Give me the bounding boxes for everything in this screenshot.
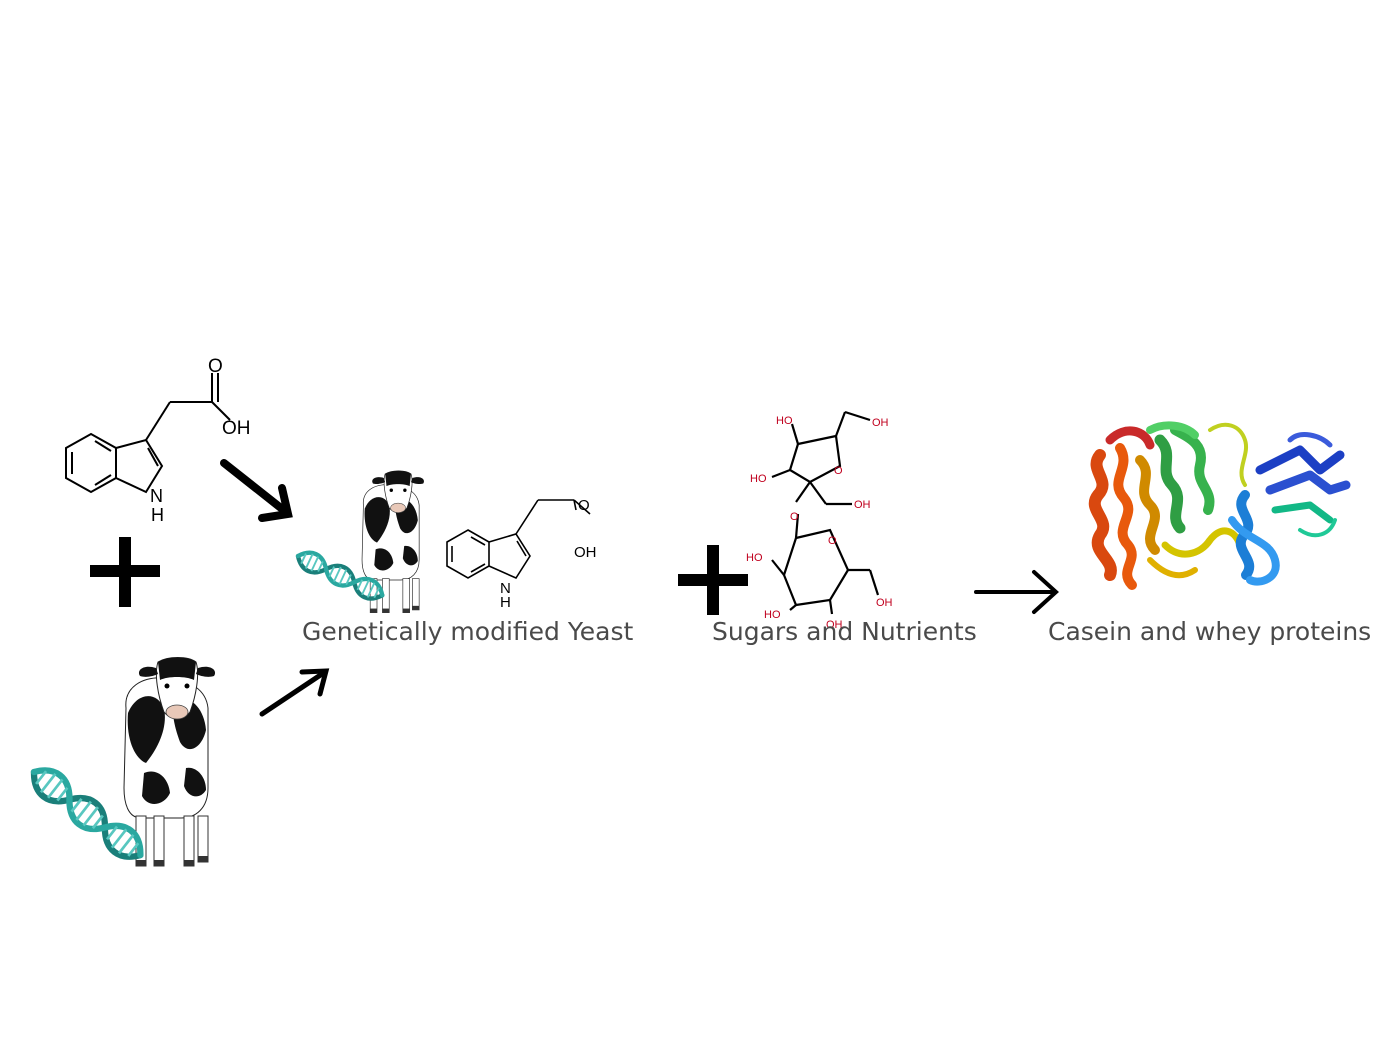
indole-acetic-acid-molecule-icon (446, 499, 591, 580)
caption-proteins: Casein and whey proteins (1048, 617, 1371, 646)
svg-text:OH: OH (854, 499, 871, 511)
indole-n-label: N (150, 486, 163, 506)
arrow-icon (974, 570, 1059, 614)
plus-icon (678, 545, 748, 615)
sucrose-labels: HO OH HO O OH O O HO HO OH OH (746, 415, 893, 631)
indole-oh-label: OH (574, 544, 597, 561)
svg-text:HO: HO (746, 552, 763, 564)
svg-text:O: O (834, 465, 843, 477)
arrow-icon (220, 459, 293, 522)
indole-h-label: H (500, 594, 511, 611)
caption-sugars: Sugars and Nutrients (712, 617, 977, 646)
svg-text:HO: HO (776, 415, 793, 427)
sucrose-molecule-icon (771, 410, 880, 615)
indole-n-label: N (500, 580, 511, 597)
svg-text:OH: OH (872, 417, 889, 429)
indole-oh-label: OH (222, 418, 251, 439)
arrow-icon (259, 668, 330, 717)
svg-text:OH: OH (826, 619, 843, 631)
indole-o-label: O (578, 497, 590, 514)
indole-h-label: H (151, 505, 164, 525)
caption-yeast: Genetically modified Yeast (302, 617, 634, 646)
svg-text:O: O (790, 511, 799, 523)
svg-text:O: O (828, 535, 837, 547)
svg-text:HO: HO (764, 609, 781, 621)
protein-ribbon-icon (1088, 421, 1351, 590)
plus-icon (90, 537, 160, 607)
indole-o-label: O (208, 356, 223, 377)
svg-text:OH: OH (876, 597, 893, 609)
indole-acetic-acid-molecule-icon (65, 373, 231, 494)
svg-text:HO: HO (750, 473, 767, 485)
